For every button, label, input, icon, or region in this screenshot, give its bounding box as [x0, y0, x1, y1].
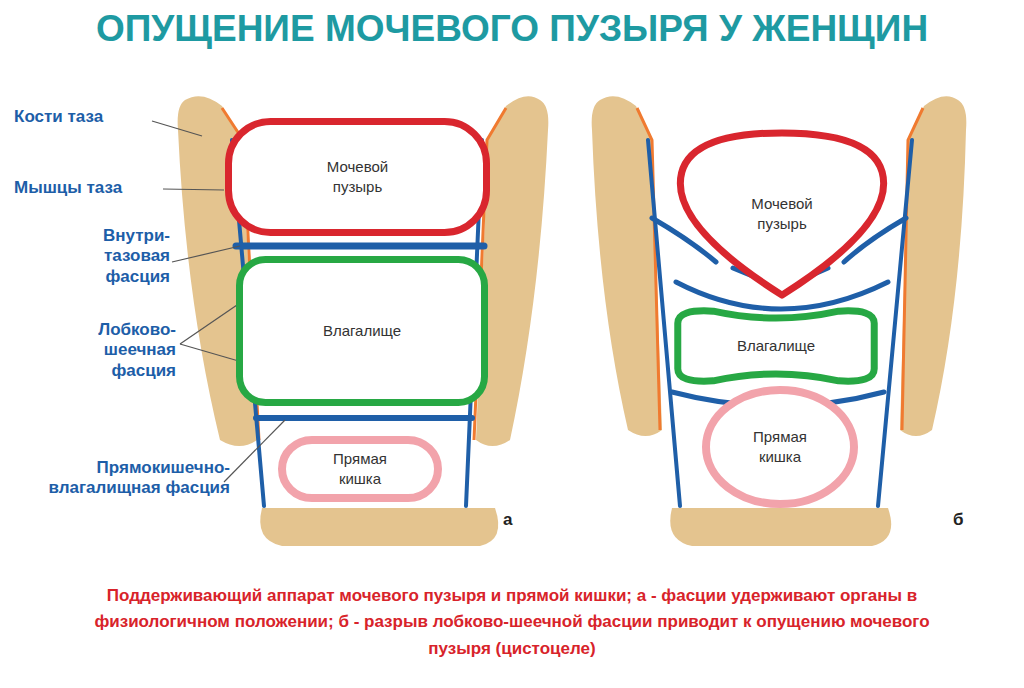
organ-outline	[225, 118, 490, 236]
panel-letter: а	[503, 510, 523, 530]
part-label: Лобково- шеечная фасция	[36, 320, 176, 381]
pelvic-bone	[670, 508, 891, 546]
pelvic-bone	[592, 96, 662, 436]
rectum-organ: Прямая кишка	[702, 386, 858, 508]
part-label: Кости таза	[14, 107, 164, 127]
organ-outline	[702, 386, 858, 508]
leader-line	[224, 420, 285, 482]
organ-wall	[706, 390, 854, 504]
vagina-organ: Влагалище	[236, 256, 488, 406]
organ-label: Прямая кишка	[735, 427, 825, 468]
leader-line	[172, 246, 240, 262]
leader-line	[163, 189, 224, 190]
leader-line	[152, 121, 202, 136]
part-label: Мышцы таза	[14, 178, 164, 198]
pelvic-bone	[260, 508, 498, 546]
organ-label: Мочевой пузырь	[313, 157, 403, 198]
fascia-bar	[236, 243, 484, 250]
leader-line	[180, 344, 242, 362]
organ-wall	[282, 440, 438, 498]
rectum-organ: Прямая кишка	[278, 436, 442, 502]
organ-label: Прямая кишка	[315, 449, 405, 490]
organ-label: Мочевой пузырь	[737, 194, 827, 235]
part-label: Прямокишечно- влагалищная фасция	[40, 458, 230, 499]
organ-label: Влагалище	[737, 336, 815, 356]
organ-wall	[678, 311, 874, 381]
organ-outline	[278, 436, 442, 502]
bladder-organ: Мочевой пузырь	[668, 126, 896, 302]
title: ОПУЩЕНИЕ МОЧЕВОГО ПУЗЫРЯ У ЖЕНЩИН	[0, 8, 1024, 50]
caption: Поддерживающий аппарат мочевого пузыря и…	[72, 583, 952, 662]
organ-wall	[240, 260, 485, 403]
bladder-organ: Мочевой пузырь	[225, 118, 490, 236]
pelvic-muscle	[902, 108, 923, 430]
organ-outline	[668, 126, 896, 302]
organ-label: Влагалище	[323, 321, 401, 341]
part-label: Внутри- тазовая фасция	[66, 226, 170, 287]
vagina-organ: Влагалище	[668, 302, 884, 390]
organ-wall	[229, 122, 487, 233]
fascia-bar	[256, 415, 472, 421]
panel-letter: б	[953, 510, 973, 530]
organ-wall	[680, 133, 883, 295]
